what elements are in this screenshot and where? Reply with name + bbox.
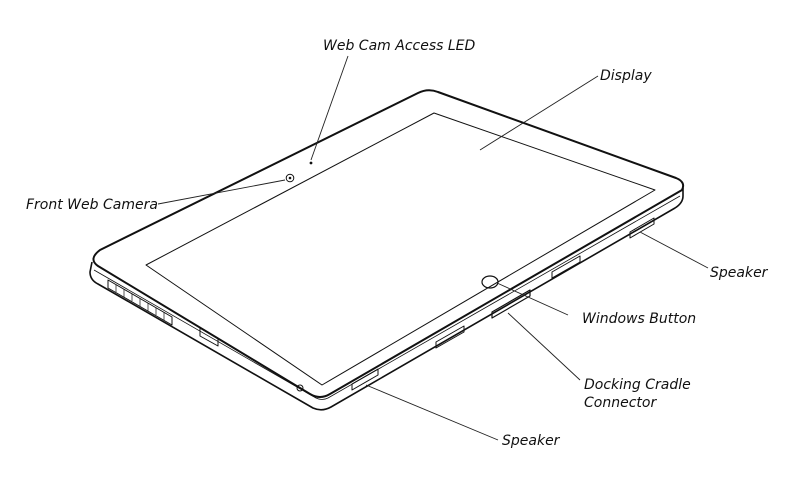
callout-labels: Web Cam Access LED Display Front Web Cam… — [26, 38, 769, 449]
side-connector-icon — [199, 327, 219, 347]
tablet-side-edge — [89, 188, 684, 411]
audio-jack-icon — [296, 384, 304, 392]
label-web-cam-led: Web Cam Access LED — [323, 38, 476, 54]
label-speaker-right: Speaker — [710, 265, 769, 281]
speaker-slot-2 — [435, 325, 465, 349]
label-display: Display — [600, 68, 652, 84]
leader-windows-button — [496, 282, 569, 316]
label-speaker-bottom: Speaker — [502, 433, 561, 449]
leader-lines — [157, 55, 709, 441]
vent-grille — [107, 279, 173, 326]
web-cam-led-icon — [309, 161, 313, 165]
leader-display — [479, 75, 599, 151]
tablet-outer-frame — [92, 89, 685, 398]
label-docking-cradle-line1: Docking Cradle — [584, 377, 691, 393]
label-docking-cradle-line2: Connector — [584, 395, 657, 411]
front-web-camera-icon — [285, 173, 295, 183]
leader-web-cam-led — [310, 55, 349, 161]
leader-speaker-bottom — [365, 384, 499, 441]
tablet-illustration — [89, 89, 685, 411]
leader-docking-cradle — [507, 312, 581, 381]
display-panel — [145, 112, 656, 386]
windows-button-icon — [481, 275, 499, 289]
docking-connector-icon — [491, 289, 531, 319]
label-windows-button: Windows Button — [582, 311, 696, 327]
front-web-camera-lens — [288, 176, 292, 180]
tablet-side-edge-inner — [93, 195, 681, 400]
speaker-right-icon — [629, 217, 655, 239]
speaker-slot-3 — [551, 255, 581, 279]
leader-speaker-right — [639, 231, 709, 269]
speaker-bottom-icon — [351, 368, 379, 391]
label-front-web-camera: Front Web Camera — [26, 197, 158, 213]
leader-front-web-camera — [157, 179, 286, 205]
